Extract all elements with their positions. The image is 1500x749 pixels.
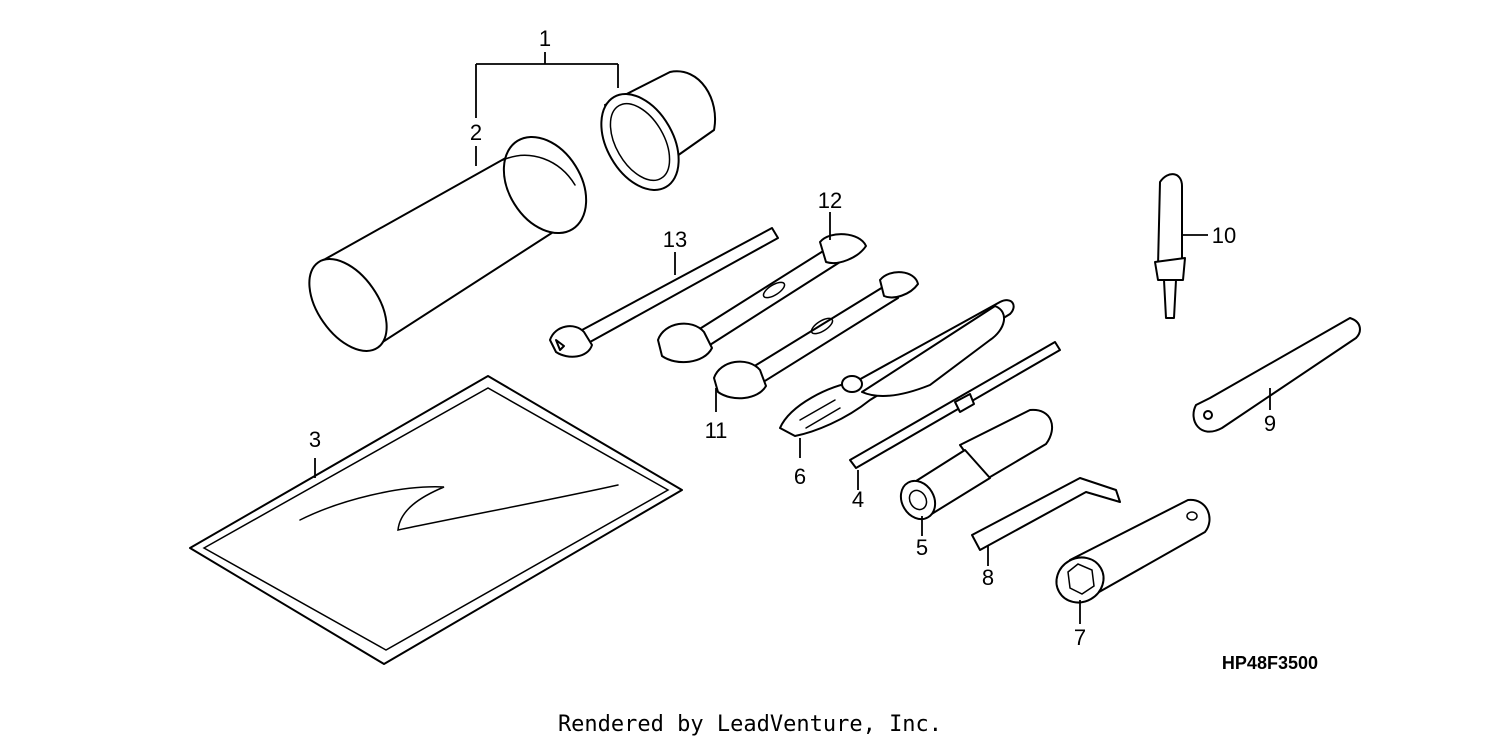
callout-7: 7 — [1074, 625, 1086, 650]
pin-spanner-wrench[interactable] — [1192, 317, 1361, 433]
pliers[interactable] — [779, 299, 1015, 437]
callout-9: 9 — [1264, 411, 1276, 436]
reference-code: HP48F3500 — [1222, 653, 1318, 673]
callout-1: 1 — [539, 26, 551, 51]
spark-plug-wrench[interactable] — [1048, 498, 1211, 611]
callout-5: 5 — [916, 535, 928, 560]
callout-10: 10 — [1212, 223, 1236, 248]
long-wrench[interactable] — [549, 227, 779, 358]
callout-3: 3 — [309, 427, 321, 452]
callout-13: 13 — [663, 227, 687, 252]
hex-key[interactable] — [971, 477, 1121, 551]
callout-6: 6 — [794, 464, 806, 489]
callout-11: 11 — [705, 418, 728, 443]
callout-4: 4 — [852, 487, 864, 512]
callout-12: 12 — [818, 188, 842, 213]
combination-wrench-12[interactable] — [657, 233, 867, 364]
manual-envelope[interactable] — [189, 375, 683, 665]
screwdriver-shaft[interactable] — [849, 341, 1061, 469]
socket-handle[interactable] — [894, 408, 1054, 525]
tool-case-cap[interactable] — [585, 70, 717, 203]
leader-lines — [314, 52, 1271, 624]
callout-8: 8 — [982, 565, 994, 590]
credit-text: Rendered by LeadVenture, Inc. — [557, 712, 943, 737]
tool-case-tube[interactable] — [294, 122, 603, 365]
screwdriver-handle[interactable] — [1154, 173, 1186, 319]
combination-wrench-11[interactable] — [713, 271, 919, 400]
callout-2: 2 — [470, 120, 482, 145]
